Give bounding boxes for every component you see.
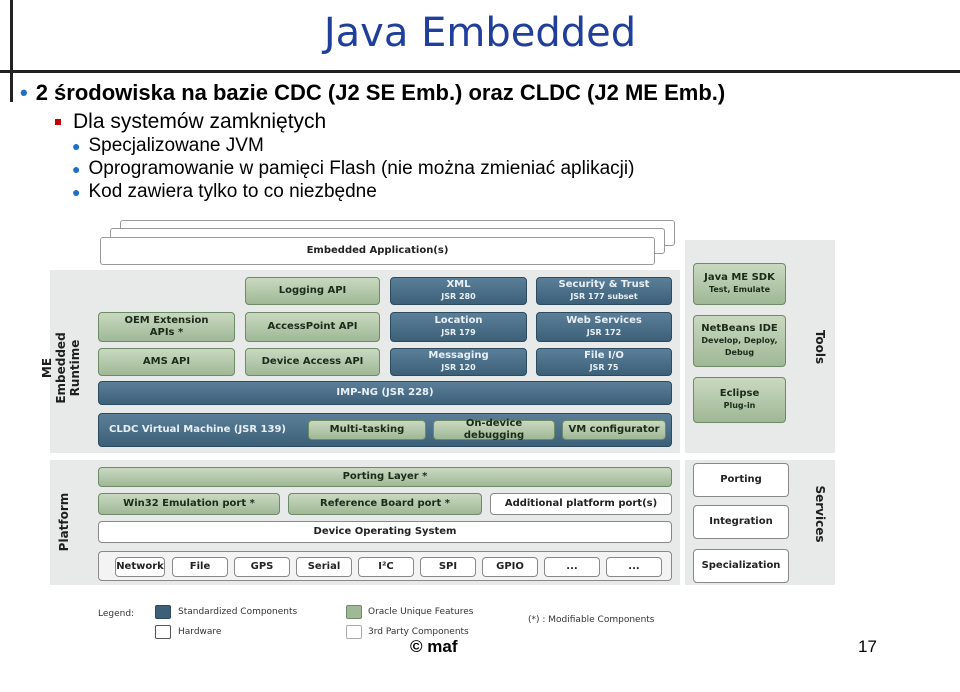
xml-name: XML — [446, 279, 471, 290]
bullet-main: • 2 środowiska na bazie CDC (J2 SE Emb.) … — [20, 80, 725, 106]
vm-configurator: VM configurator — [562, 420, 666, 440]
file-io-api: File I/O JSR 75 — [536, 348, 672, 376]
service-item: Porting — [693, 463, 789, 497]
device-access-api: Device Access API — [245, 348, 380, 376]
hardware-item: I²C — [358, 557, 414, 577]
bullet-item: ● Oprogramowanie w pamięci Flash (nie moż… — [72, 158, 634, 180]
location-jsr: JSR 179 — [441, 328, 476, 337]
multi-tasking: Multi-tasking — [308, 420, 426, 440]
xml-api: XML JSR 280 — [390, 277, 527, 305]
imp-ng: IMP-NG (JSR 228) — [98, 381, 672, 405]
service-item: Specialization — [693, 549, 789, 583]
security-jsr: JSR 177 subset — [570, 292, 638, 301]
legend-swatch-third-party — [346, 625, 362, 639]
oem-line1: OEM Extension — [124, 315, 209, 326]
slide-title: Java Embedded — [323, 10, 637, 56]
legend-title: Legend: — [98, 609, 135, 619]
bullet-item-text: Kod zawiera tylko to co niezbędne — [88, 181, 377, 202]
tools-label: Tools — [813, 329, 827, 365]
bullet-main-text: 2 środowiska na bazie CDC (J2 SE Emb.) o… — [35, 80, 726, 105]
eclipse-line2: Plug-in — [723, 401, 756, 410]
java-me-embedded-diagram: Embedded Application(s) ME Embedded Runt… — [40, 215, 840, 639]
fileio-name: File I/O — [584, 350, 624, 361]
netbeans-line1: NetBeans IDE — [701, 323, 778, 334]
logging-api: Logging API — [245, 277, 380, 305]
hardware-item: ... — [544, 557, 600, 577]
accesspoint-api: AccessPoint API — [245, 312, 380, 342]
java-me-sdk: Java ME SDK Test, Emulate — [693, 263, 786, 305]
runtime-label: ME Embedded Runtime — [40, 332, 82, 404]
hardware-item: Network — [115, 557, 165, 577]
netbeans-line2: Develop, Deploy, — [701, 336, 778, 345]
oem-line2: APIs * — [149, 327, 184, 338]
xml-jsr: JSR 280 — [441, 292, 476, 301]
platform-label: Platform — [57, 492, 71, 552]
hardware-item: ... — [606, 557, 662, 577]
services-label: Services — [813, 485, 827, 543]
device-operating-system: Device Operating System — [98, 521, 672, 543]
square-bullet-icon — [55, 119, 61, 126]
netbeans-ide: NetBeans IDE Develop, Deploy, Debug — [693, 315, 786, 367]
location-name: Location — [434, 315, 483, 326]
netbeans-line3: Debug — [724, 348, 755, 357]
legend-swatch-oracle — [346, 605, 362, 619]
hardware-item: GPIO — [482, 557, 538, 577]
reference-board-port: Reference Board port * — [288, 493, 482, 515]
legend-swatch-hardware — [155, 625, 171, 639]
hardware-item: SPI — [420, 557, 476, 577]
porting-layer: Porting Layer * — [98, 467, 672, 487]
win32-emulation-port: Win32 Emulation port * — [98, 493, 280, 515]
bullet-item-text: Oprogramowanie w pamięci Flash (nie możn… — [88, 158, 635, 179]
legend-hardware: Hardware — [178, 627, 222, 637]
bullet-dot-icon: • — [20, 80, 28, 105]
legend-oracle: Oracle Unique Features — [368, 607, 474, 617]
slide-frame-vertical — [10, 0, 13, 102]
legend-modifiable: (*) : Modifiable Components — [528, 615, 655, 625]
hardware-item: Serial — [296, 557, 352, 577]
fileio-jsr: JSR 75 — [589, 363, 619, 372]
bullet-item: ● Kod zawiera tylko to co niezbędne — [72, 181, 377, 203]
webservices-jsr: JSR 172 — [586, 328, 622, 337]
security-name: Security & Trust — [558, 279, 650, 290]
messaging-jsr: JSR 120 — [441, 363, 476, 372]
bullet-item-text: Specjalizowane JVM — [88, 135, 264, 156]
eclipse-line1: Eclipse — [719, 388, 760, 399]
footer-author: © maf — [410, 637, 458, 656]
slide-frame-horizontal — [0, 70, 960, 73]
ams-api: AMS API — [98, 348, 235, 376]
messaging-name: Messaging — [428, 350, 489, 361]
bullet-sub-text: Dla systemów zamkniętych — [73, 110, 327, 133]
bullet-dot-icon: ● — [72, 138, 81, 154]
bullet-sub: Dla systemów zamkniętych — [55, 110, 326, 134]
bullet-dot-icon: ● — [72, 184, 81, 200]
legend-swatch-standardized — [155, 605, 171, 619]
bullet-dot-icon: ● — [72, 161, 81, 177]
on-device-debugging: On-device debugging — [433, 418, 555, 441]
sdk-line2: Test, Emulate — [708, 285, 771, 294]
hardware-item: GPS — [234, 557, 290, 577]
service-item: Integration — [693, 505, 789, 539]
page-number: 17 — [858, 637, 877, 656]
additional-platform-ports: Additional platform port(s) — [490, 493, 672, 515]
legend-third-party: 3rd Party Components — [368, 627, 469, 637]
sdk-line1: Java ME SDK — [704, 272, 775, 283]
legend-standardized: Standardized Components — [178, 607, 298, 617]
hardware-item: File — [172, 557, 228, 577]
embedded-application: Embedded Application(s) — [100, 237, 655, 265]
bullet-item: ● Specjalizowane JVM — [72, 135, 264, 157]
webservices-name: Web Services — [566, 315, 642, 326]
